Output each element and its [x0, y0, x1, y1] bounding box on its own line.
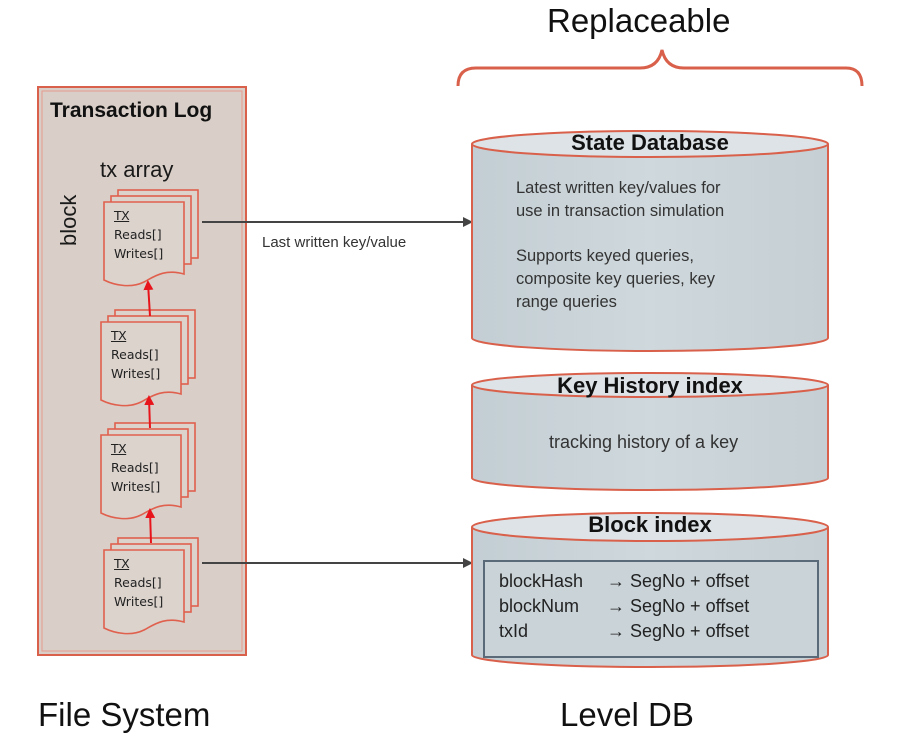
block-index-value: SegNo + offset — [630, 571, 750, 591]
block-index-key: txId — [499, 621, 529, 641]
tx-document-stack — [100, 422, 196, 520]
key-history-cylinder — [471, 372, 829, 491]
level-db-label: Level DB — [560, 696, 694, 733]
tx-card-3: TX Reads[] Writes[] — [111, 439, 160, 496]
tx-card-writes: Writes[] — [111, 479, 161, 494]
key-history-desc: tracking history of a key — [549, 432, 739, 452]
tx-card-reads: Reads[] — [111, 347, 159, 362]
state-database-desc-1: Latest written key/values for use in tra… — [516, 177, 724, 223]
file-system-label: File System — [38, 696, 211, 733]
desc-line: Supports keyed queries, — [516, 247, 694, 265]
tx-card-reads: Reads[] — [111, 460, 159, 475]
block-index-key: blockHash — [499, 571, 584, 591]
block-index-row: blockHash → SegNo + offset — [499, 569, 749, 594]
tx-card-1: TX Reads[] Writes[] — [114, 206, 163, 263]
last-written-label: Last written key/value — [262, 234, 407, 251]
tx-card-head: TX — [114, 556, 130, 571]
tx-document-stack — [103, 189, 199, 287]
tx-card-writes: Writes[] — [114, 594, 164, 609]
replaceable-brace — [456, 49, 864, 87]
tx-card-reads: Reads[] — [114, 227, 162, 242]
tx-array-label: tx array — [100, 157, 174, 182]
tx-card-writes: Writes[] — [111, 366, 161, 381]
chain-arrow-3 — [145, 508, 156, 544]
tx-document-page — [100, 321, 182, 407]
tx-document-stack — [103, 537, 199, 635]
right-arrow-icon: → — [607, 621, 625, 641]
desc-line: use in transaction simulation — [516, 202, 725, 220]
desc-line: Latest written key/values for — [516, 179, 721, 197]
replaceable-label: Replaceable — [547, 2, 731, 39]
desc-line: range queries — [516, 293, 617, 311]
tx-document-page — [100, 434, 182, 520]
right-arrow-icon: → — [607, 596, 625, 616]
tx-card-head: TX — [114, 208, 130, 223]
tx-document-stack — [100, 309, 196, 407]
state-database-title: State Database — [571, 130, 729, 155]
block-index-row: blockNum → SegNo + offset — [499, 594, 749, 619]
tx-card-writes: Writes[] — [114, 246, 164, 261]
chain-arrow-2 — [144, 395, 155, 429]
tx-card-head: TX — [111, 441, 127, 456]
desc-line: composite key queries, key — [516, 270, 716, 288]
tx-document-page — [103, 549, 185, 635]
state-database-desc-2: Supports keyed queries, composite key qu… — [516, 245, 715, 314]
block-index-table: blockHash → SegNo + offset blockNum → SegN… — [499, 569, 749, 644]
chain-arrow-1 — [143, 280, 154, 317]
state-database-cylinder — [471, 130, 829, 352]
block-index-value: SegNo + offset — [630, 596, 750, 616]
block-index-title: Block index — [588, 512, 712, 537]
transaction-log-title: Transaction Log — [50, 99, 213, 122]
block-index-key: blockNum — [499, 596, 580, 616]
key-history-title: Key History index — [557, 373, 743, 398]
tx-card-2: TX Reads[] Writes[] — [111, 326, 160, 383]
block-index-value: SegNo + offset — [630, 621, 750, 641]
block-label: block — [56, 194, 81, 246]
block-index-cylinder — [471, 512, 829, 668]
block-index-row: txId → SegNo + offset — [499, 619, 749, 644]
tx-card-4: TX Reads[] Writes[] — [114, 554, 163, 611]
block-index-table-frame — [483, 560, 819, 658]
right-arrow-icon: → — [607, 571, 625, 591]
tx-card-head: TX — [111, 328, 127, 343]
tx-card-reads: Reads[] — [114, 575, 162, 590]
